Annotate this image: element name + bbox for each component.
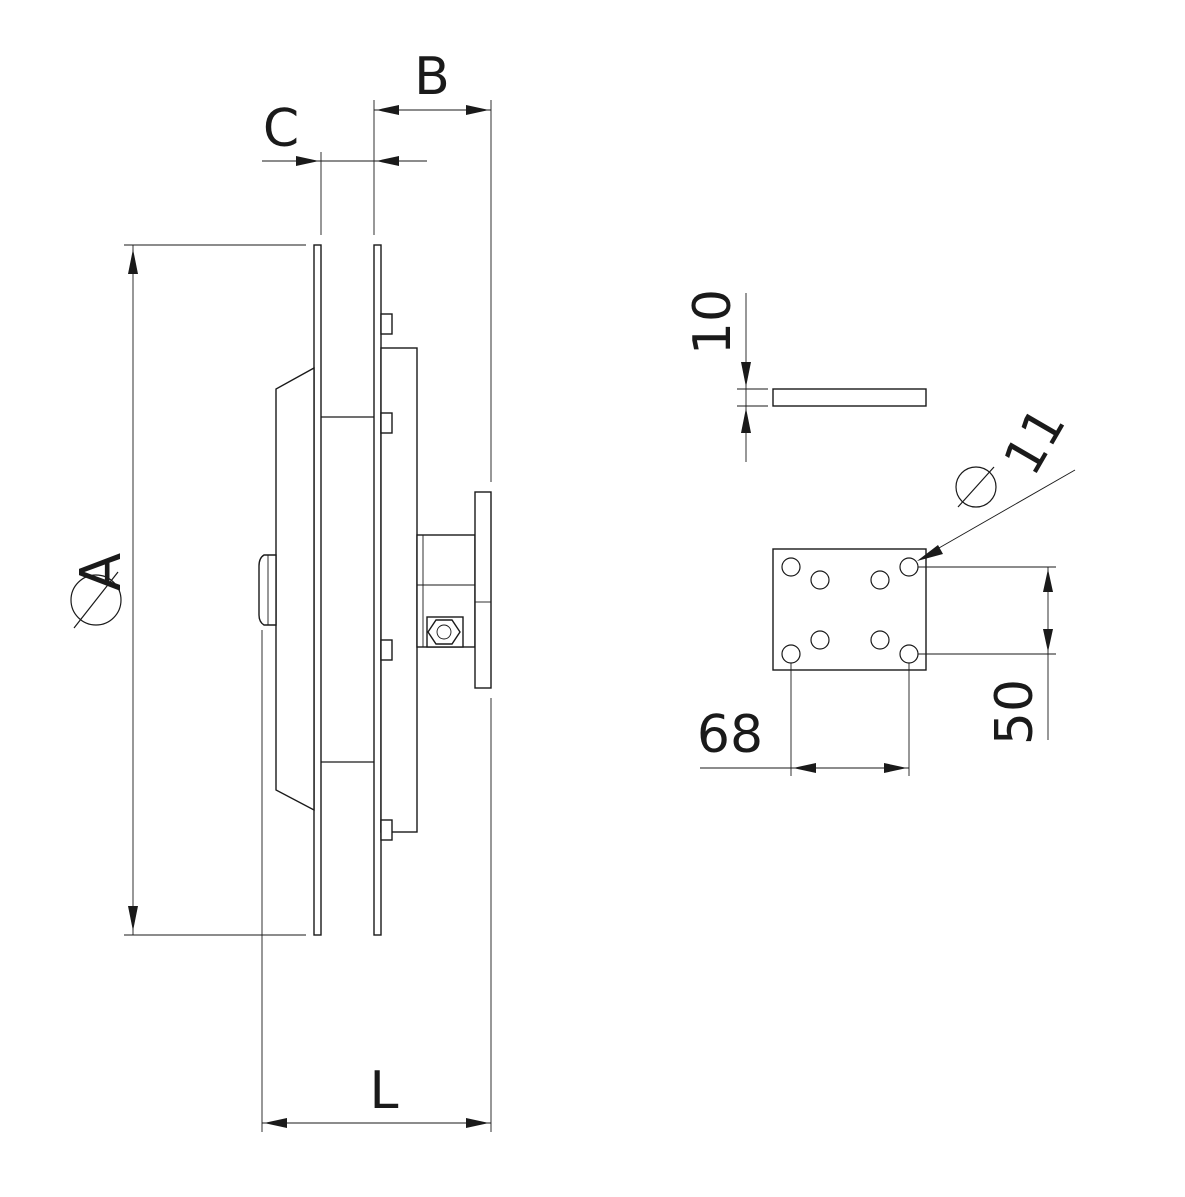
inner-hole — [870, 570, 890, 590]
bolt-head — [380, 412, 393, 434]
hex-bolt — [426, 616, 464, 648]
label-hole-diameter: 11 — [993, 398, 1078, 485]
bolt-head — [380, 819, 393, 841]
plate-edge — [772, 388, 927, 407]
label-l: L — [370, 1061, 399, 1121]
inner-hole — [810, 570, 830, 590]
bolt-head — [380, 313, 393, 335]
plate-thickness-view: 10 — [683, 289, 927, 462]
hole-diameter-label: 11 — [955, 398, 1078, 508]
hub-cone — [275, 366, 315, 812]
front-disc-plate — [313, 244, 322, 936]
label-thickness: 10 — [683, 289, 743, 355]
inner-hole — [870, 630, 890, 650]
mounting-plate-view: 11 50 68 — [697, 398, 1078, 776]
inner-hole — [810, 630, 830, 650]
rear-disc-plate — [373, 244, 382, 936]
mounting-plate — [772, 548, 927, 671]
mounting-hole — [781, 557, 801, 577]
label-b: B — [414, 47, 450, 107]
label-hole-spacing-y: 50 — [985, 679, 1045, 745]
hub-nose — [258, 554, 277, 626]
diameter-a-label: A — [69, 553, 134, 629]
label-hole-spacing-x: 68 — [697, 705, 763, 765]
label-diameter-a: A — [69, 553, 134, 591]
bolt-head — [380, 639, 393, 661]
side-view: A C B L — [69, 47, 492, 1132]
label-c: C — [263, 99, 299, 159]
mounting-flange — [474, 491, 492, 689]
